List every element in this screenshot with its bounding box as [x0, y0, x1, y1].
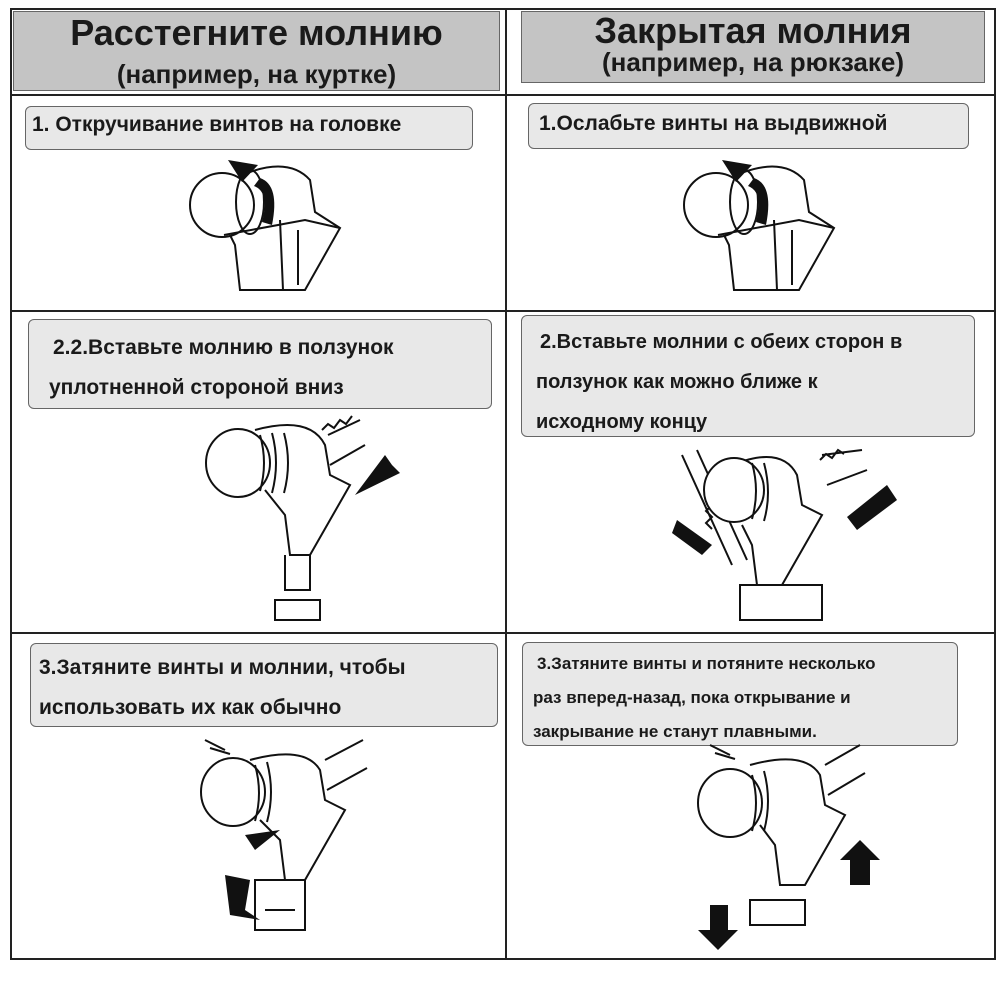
header-subtitle: (например, на куртке) [116, 59, 397, 89]
step-label-2-left: 2.2.Вставьте молнию в ползунок уплотненн… [28, 319, 492, 409]
column-divider [505, 10, 507, 958]
row-divider [12, 632, 994, 634]
step-label-3-left: 3.Затяните винты и молнии, чтобы использ… [30, 643, 498, 727]
pull-arrow-icon [225, 875, 260, 920]
step-label-1-right: 1.Ослабьте винты на выдвижной [528, 103, 969, 149]
header-subtitle: (например, на рюкзаке) [601, 47, 905, 77]
down-arrow-icon [698, 905, 738, 950]
step-text: 2.Вставьте молнии с обеих сторон в [540, 331, 903, 353]
rotate-arrow-icon [228, 160, 275, 225]
step-text: уплотненной стороной вниз [49, 376, 344, 399]
step-text: исходному концу [536, 411, 708, 433]
row-divider [12, 94, 994, 96]
insert-arrow-icon [355, 455, 400, 495]
column-header-unzip: Расстегните молнию (например, на куртке) [13, 11, 500, 91]
step-label-2-right: 2.Вставьте молнии с обеих сторон в ползу… [521, 315, 975, 437]
step-text: ползунок как можно ближе к [536, 371, 818, 393]
step-text: раз вперед-назад, пока открывание и [533, 688, 851, 707]
header-title: Расстегните молнию [70, 12, 443, 53]
step-label-3-right: 3.Затяните винты и потяните несколько ра… [522, 642, 958, 746]
step-text: 1. Откручивание винтов на головке [32, 113, 402, 136]
step-text: использовать их как обычно [39, 696, 342, 719]
step-text: 1.Ослабьте винты на выдвижной [539, 112, 888, 135]
step-text: закрывание не станут плавными. [533, 722, 817, 741]
zipper-insert-illustration [200, 415, 400, 625]
header-title: Закрытая молния [594, 10, 912, 51]
step-text: 3.Затяните винты и потяните несколько [537, 654, 876, 673]
insert-arrow-icon [672, 520, 712, 555]
step-text: 2.2.Вставьте молнию в ползунок [53, 336, 394, 359]
zipper-slider-illustration [180, 160, 350, 300]
zipper-close-illustration [195, 740, 385, 945]
zipper-close-illustration [690, 745, 880, 950]
insert-arrow-icon [847, 485, 897, 530]
rotate-arrow-icon [722, 160, 769, 225]
zipper-insert-illustration [672, 445, 897, 625]
pull-arrow-icon [245, 830, 280, 850]
step-label-1-left: 1. Откручивание винтов на головке [25, 106, 473, 150]
column-header-closed: Закрытая молния (например, на рюкзаке) [521, 11, 985, 83]
instruction-table [10, 8, 996, 960]
step-text: 3.Затяните винты и молнии, чтобы [39, 656, 406, 679]
row-divider [12, 310, 994, 312]
up-arrow-icon [840, 840, 880, 885]
zipper-slider-illustration [674, 160, 844, 300]
